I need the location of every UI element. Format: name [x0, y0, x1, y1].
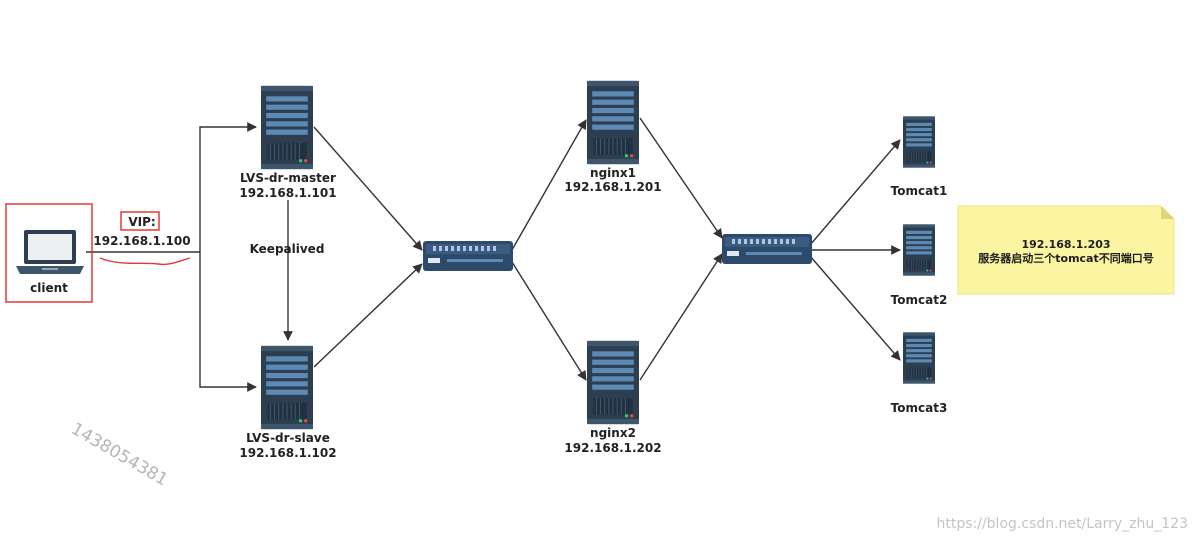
lvs-slave-name: LVS-dr-slave — [246, 431, 330, 445]
tomcat3-name: Tomcat3 — [891, 401, 948, 415]
tomcat2-server-icon — [903, 223, 935, 277]
switch-icon-2 — [722, 234, 812, 264]
nginx2-ip: 192.168.1.202 — [564, 441, 661, 455]
nginx2-name: nginx2 — [590, 426, 636, 440]
note-ip: 192.168.1.203 — [1021, 238, 1110, 251]
slave-to-switch-arrow — [313, 263, 423, 368]
nginx1-to-switch2-arrow — [639, 117, 723, 239]
note-text: 服务器启动三个tomcat不同端口号 — [978, 251, 1153, 265]
nginx2-server-icon — [587, 340, 639, 425]
client-node: client — [5, 203, 93, 303]
lvs-slave-node: LVS-dr-slave 192.168.1.102 — [239, 345, 337, 460]
watermark-number: 1438054381 — [68, 419, 172, 490]
switch2-to-tomcat3-arrow — [809, 255, 901, 361]
lvs-master-name: LVS-dr-master — [240, 171, 336, 185]
vip-tag: VIP: — [128, 215, 155, 229]
switch-to-nginx2-arrow — [511, 261, 587, 381]
client-label: client — [30, 281, 68, 295]
tomcat2-name: Tomcat2 — [891, 293, 948, 307]
laptop-icon — [16, 230, 84, 274]
nginx1-server-icon — [587, 80, 639, 165]
tomcat1-server-icon — [903, 115, 935, 169]
lvs-master-ip: 192.168.1.101 — [239, 186, 336, 200]
nginx1-name: nginx1 — [590, 166, 636, 180]
vip-to-master-arrow — [199, 122, 257, 252]
switch-icon-1 — [423, 241, 513, 271]
lvs-slave-ip: 192.168.1.102 — [239, 446, 336, 460]
vip-to-slave-arrow — [199, 252, 257, 392]
lvs-slave-server-icon — [261, 345, 313, 430]
note-fold-corner — [1161, 206, 1174, 219]
vip-highlight-box — [120, 211, 160, 231]
nginx1-node: nginx1 192.168.1.201 — [564, 80, 662, 194]
switch2-to-tomcat1-arrow — [809, 139, 901, 246]
watermark-url: https://blog.csdn.net/Larry_zhu_123 — [936, 516, 1188, 532]
master-to-switch-arrow — [313, 126, 423, 251]
connections — [86, 117, 901, 392]
note-background — [957, 205, 1175, 295]
tomcat1-name: Tomcat1 — [891, 184, 948, 198]
vip-node: VIP: 192.168.1.100 — [93, 211, 191, 248]
client-highlight-box — [5, 203, 93, 303]
lvs-master-server-icon — [261, 85, 313, 170]
tomcat3-server-icon — [903, 331, 935, 385]
lvs-master-node: LVS-dr-master 192.168.1.101 — [239, 85, 337, 200]
switch-to-nginx1-arrow — [511, 119, 587, 251]
tomcat1-node: Tomcat1 — [891, 115, 948, 198]
nginx2-to-switch2-arrow — [639, 253, 723, 381]
sticky-note: 192.168.1.203 服务器启动三个tomcat不同端口号 — [957, 205, 1175, 295]
nginx2-node: nginx2 192.168.1.202 — [564, 340, 662, 455]
tomcat2-node: Tomcat2 — [891, 223, 948, 307]
red-underline-scribble — [99, 257, 191, 266]
nginx1-ip: 192.168.1.201 — [564, 180, 661, 194]
keepalived-label: Keepalived — [250, 242, 325, 256]
vip-ip: 192.168.1.100 — [93, 234, 190, 248]
tomcat3-node: Tomcat3 — [891, 331, 948, 415]
